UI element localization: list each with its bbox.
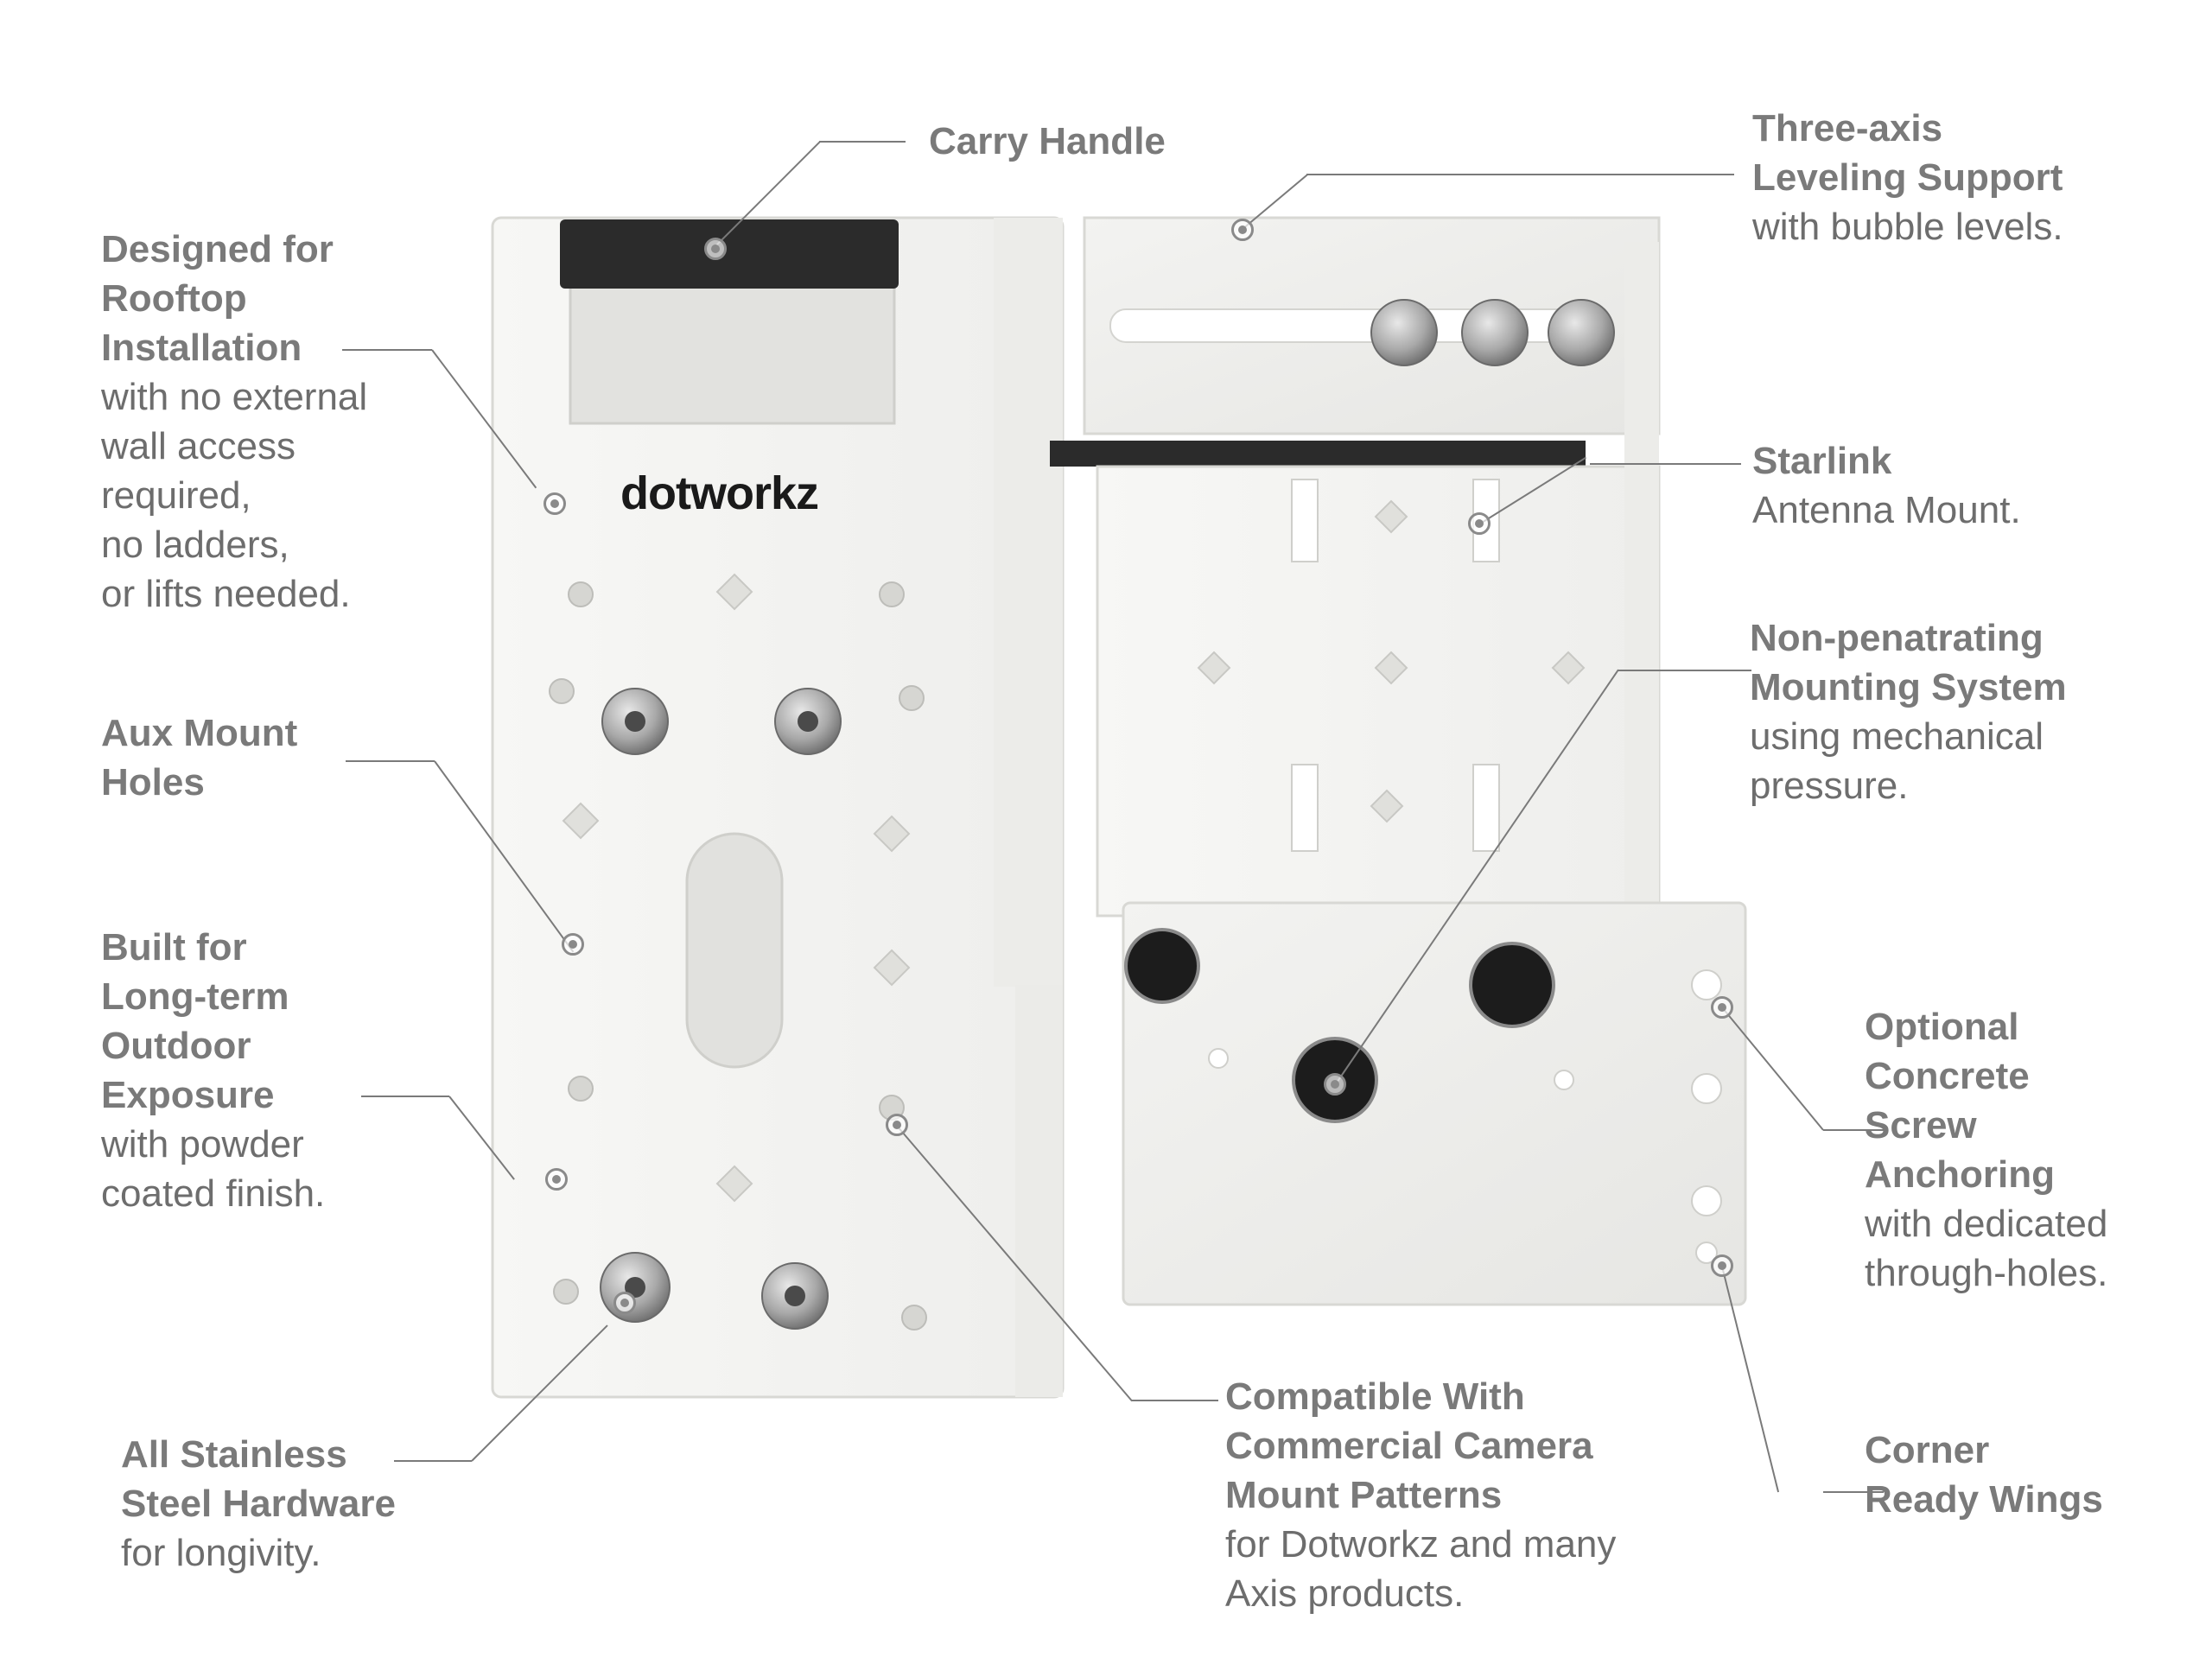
- marker-corner-wings: [1711, 1254, 1733, 1277]
- callout-carry-handle: Carry Handle: [929, 120, 1166, 162]
- callout-rooftop: Designed for Rooftop Installation with n…: [101, 228, 368, 615]
- marker-starlink: [1468, 512, 1491, 535]
- callout-stainless: All Stainless Steel Hardware for longivi…: [121, 1433, 396, 1574]
- right-plate: [1050, 216, 1747, 1306]
- marker-concrete: [1711, 996, 1733, 1019]
- callout-concrete: Optional Concrete Screw Anchoring with d…: [1865, 1006, 2108, 1294]
- callout-leveling: Three-axis Leveling Support with bubble …: [1752, 107, 2063, 248]
- callout-non-penetrating: Non-penatrating Mounting System using me…: [1750, 617, 2067, 807]
- marker-non-penetrating: [1324, 1073, 1346, 1096]
- marker-aux-mount: [562, 933, 584, 956]
- marker-outdoor: [545, 1168, 568, 1191]
- marker-stainless: [613, 1292, 636, 1314]
- callout-compatible: Compatible With Commercial Camera Mount …: [1225, 1375, 1617, 1615]
- callout-aux-mount: Aux Mount Holes: [101, 712, 298, 803]
- marker-leveling: [1231, 219, 1254, 241]
- left-plate: [491, 216, 1065, 1399]
- callout-outdoor: Built for Long-term Outdoor Exposure wit…: [101, 926, 326, 1215]
- callout-starlink: Starlink Antenna Mount.: [1752, 440, 2021, 531]
- callout-corner-wings: Corner Ready Wings: [1865, 1429, 2103, 1521]
- marker-rooftop: [543, 492, 566, 515]
- marker-compatible: [886, 1114, 908, 1136]
- marker-carry-handle: [704, 238, 727, 260]
- dotworkz-logo: dotworkz: [620, 467, 819, 519]
